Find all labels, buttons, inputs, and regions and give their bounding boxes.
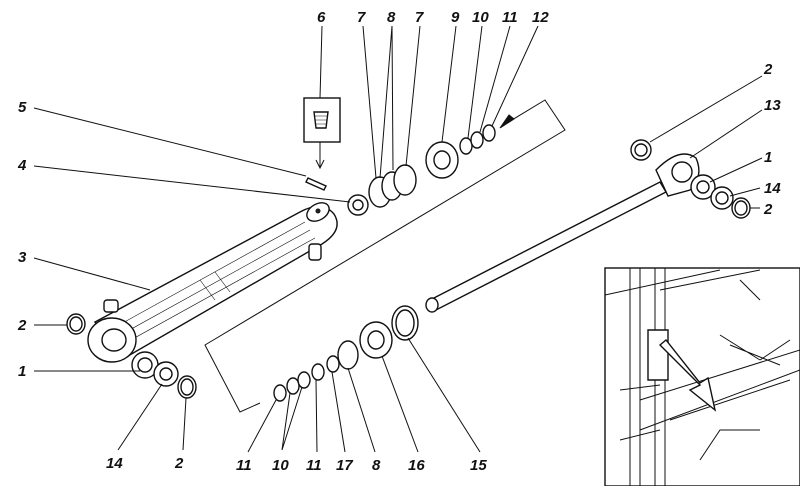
callout-12: 12 — [532, 9, 549, 26]
callout-14: 14 — [764, 180, 781, 197]
callout-7: 7 — [357, 9, 366, 26]
callout-16: 16 — [408, 457, 425, 474]
grease-fitting — [303, 97, 341, 191]
callout-1: 1 — [764, 149, 772, 166]
leader-lines — [33, 25, 763, 453]
callout-2: 2 — [17, 317, 27, 334]
callout-2: 2 — [174, 455, 184, 472]
callout-11: 11 — [502, 9, 518, 26]
callout-labels: 6 7 8 7 9 10 11 12 5 4 3 2 1 14 2 2 13 1… — [17, 9, 781, 474]
callout-11: 11 — [306, 457, 322, 474]
callout-9: 9 — [451, 9, 460, 26]
callout-2: 2 — [763, 61, 773, 78]
callout-7: 7 — [415, 9, 424, 26]
callout-4: 4 — [17, 157, 27, 174]
callout-11: 11 — [236, 457, 252, 474]
callout-5: 5 — [18, 99, 27, 116]
installation-inset — [604, 267, 800, 486]
cylinder-barrel — [87, 202, 338, 363]
callout-1: 1 — [18, 363, 26, 380]
piston-seal-stack-upper — [347, 124, 496, 216]
callout-10: 10 — [272, 457, 289, 474]
callout-10: 10 — [472, 9, 489, 26]
piston-seal-stack-lower — [273, 305, 419, 402]
callout-6: 6 — [317, 9, 326, 26]
callout-13: 13 — [764, 97, 781, 114]
callout-2: 2 — [763, 201, 773, 218]
piston-rod — [425, 153, 700, 313]
callout-3: 3 — [18, 249, 27, 266]
callout-8: 8 — [372, 457, 381, 474]
front-bushing-set — [630, 139, 751, 219]
callout-8: 8 — [387, 9, 396, 26]
callout-17: 17 — [336, 457, 353, 474]
rear-bushing-set — [66, 313, 197, 399]
assembly-bracket — [204, 99, 566, 413]
callout-14: 14 — [106, 455, 123, 472]
callout-15: 15 — [470, 457, 487, 474]
